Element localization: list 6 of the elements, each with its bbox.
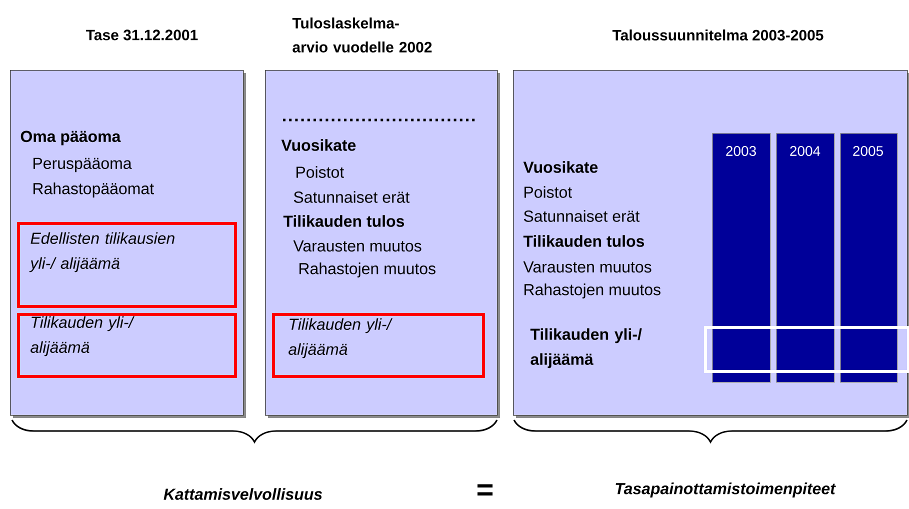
panel-title: Tuloslaskelma- arvio vuodelle 2002 [292, 18, 432, 52]
equals-sign: = [477, 484, 493, 496]
panel-title: Tase 31.12.2001 [86, 30, 198, 40]
caption-text: Kattamisvelvollisuus [164, 488, 322, 500]
panel-title: Taloussuunnitelma 2003-2005 [612, 29, 824, 41]
caption-text: Tasapainottamistoimenpiteet [616, 482, 836, 498]
